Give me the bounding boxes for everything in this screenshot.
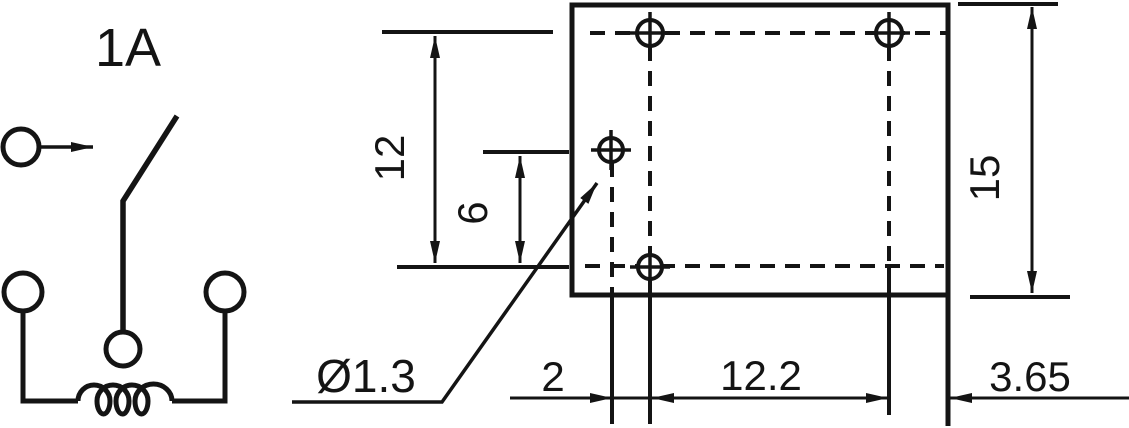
- contact-form-label: 1A: [95, 18, 161, 78]
- dimension-label-12-2: 12.2: [720, 352, 802, 399]
- dimension-label-3-65: 3.65: [989, 353, 1071, 400]
- pin-hole-middle: [591, 130, 631, 170]
- relay-body-outline: [569, 2, 951, 298]
- dimension-label-15: 15: [961, 155, 1008, 202]
- dimension-label-6: 6: [449, 201, 496, 224]
- movable-contact-terminal-circle: [103, 329, 143, 369]
- dimension-label-2: 2: [541, 353, 564, 400]
- pin-hole-top-left: [629, 12, 671, 54]
- pcb-footprint-drawing: 12 6 15 Ø1.3 2 12.2 3.65: [292, 2, 1129, 426]
- coil-terminal-right-circle: [203, 270, 247, 314]
- pin-hole-bottom: [630, 247, 670, 287]
- hole-diameter-leader-arrow: [292, 181, 599, 404]
- common-terminal-circle: [0, 126, 42, 168]
- coil-wire-left: [20, 311, 78, 404]
- coil-terminal-left-circle: [1, 270, 45, 314]
- dimension-label-12: 12: [366, 135, 413, 182]
- contact-form-schematic: 1A: [0, 18, 247, 417]
- coil-symbol: [75, 381, 175, 417]
- coil-wire-right: [172, 311, 228, 404]
- switch-blade: [120, 114, 180, 332]
- pin-hole-top-right: [868, 12, 910, 54]
- hole-diameter-label: Ø1.3: [316, 350, 416, 402]
